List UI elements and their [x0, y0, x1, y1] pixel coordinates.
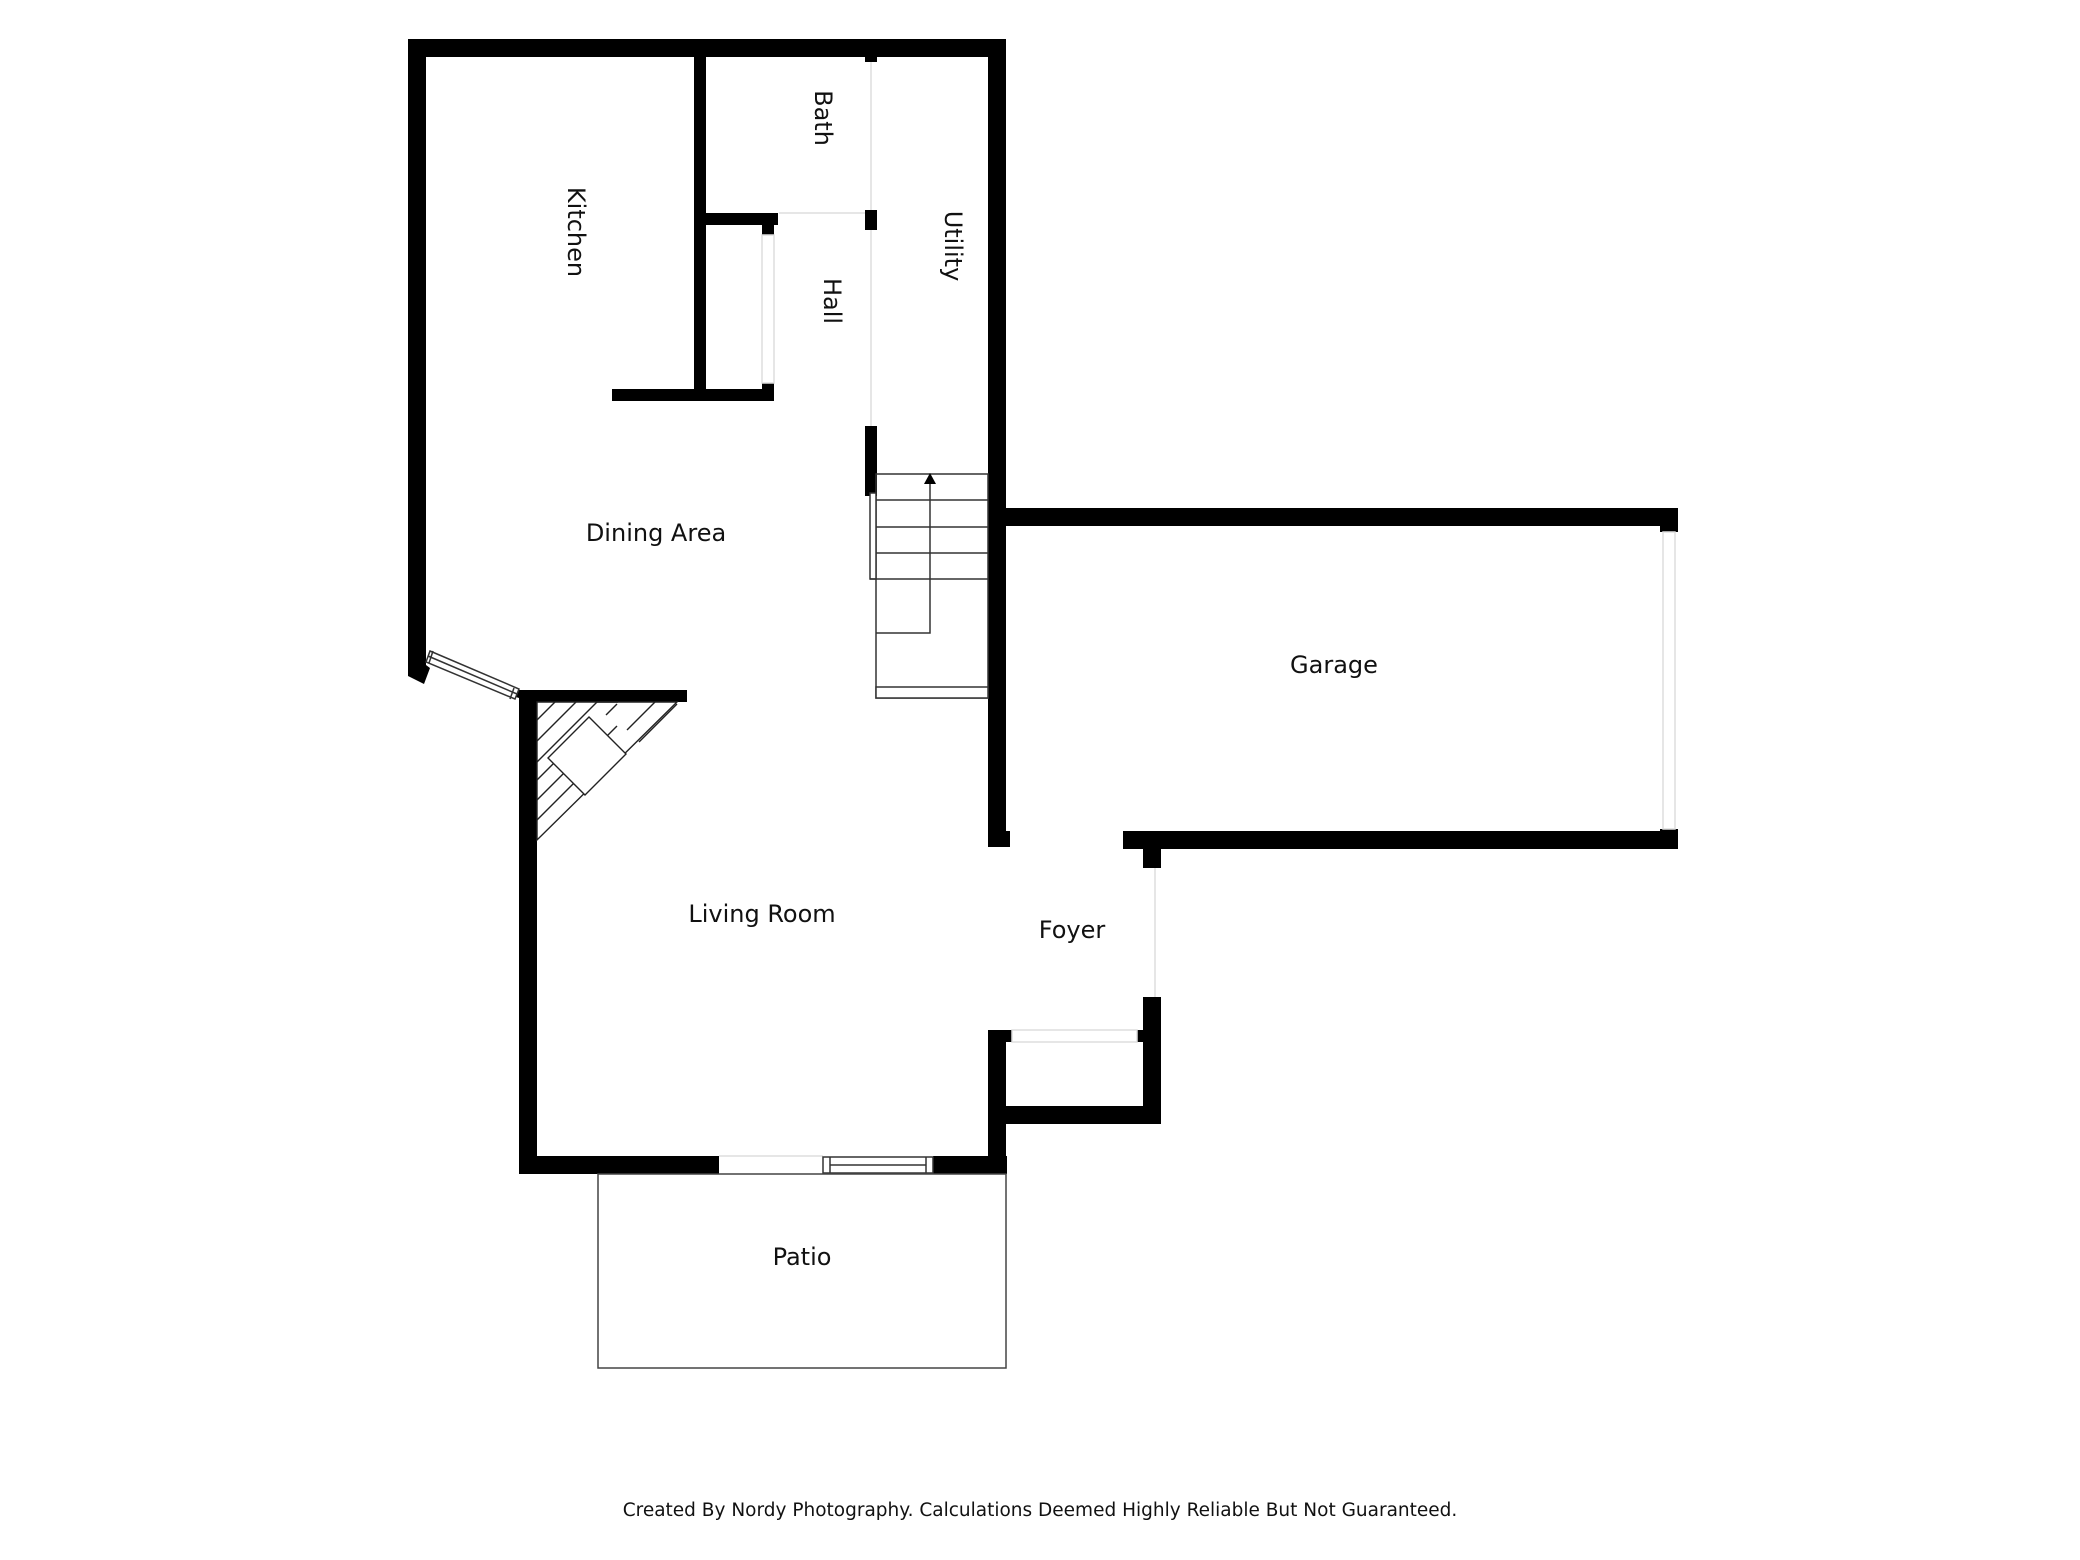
- room-label-hall: Hall: [818, 278, 846, 324]
- openings: [719, 62, 1676, 1157]
- wall-utility-stub-mid: [865, 210, 877, 230]
- wall-closet-right-jamb: [1137, 1030, 1147, 1042]
- stairs-up-icon: [869, 473, 989, 699]
- room-label-dining: Dining Area: [586, 519, 726, 547]
- wall-top: [408, 39, 1006, 57]
- wall-bath-bottom: [706, 213, 778, 225]
- wall-kitchen-divider: [694, 57, 706, 401]
- wall-fireplace-top: [519, 690, 687, 702]
- room-label-garage: Garage: [1290, 651, 1378, 679]
- wall-bay-jamb: [408, 655, 430, 684]
- fireplace-icon: [536, 701, 679, 842]
- room-label-living: Living Room: [688, 900, 835, 928]
- windows: [425, 649, 934, 1174]
- wall-living-left: [519, 690, 537, 1168]
- patio-outline: [597, 1173, 1007, 1369]
- wall-closet-jamb-bottom: [762, 383, 774, 393]
- wall-garage-top: [1006, 508, 1678, 526]
- wall-kitchen-partition: [612, 389, 774, 401]
- wall-bottom-left: [519, 1156, 719, 1174]
- room-label-kitchen: Kitchen: [562, 187, 590, 277]
- wall-foyer-right-lower: [1143, 997, 1161, 1124]
- room-labels: Kitchen Bath Hall Utility Dining Area Ga…: [562, 90, 1378, 1271]
- wall-closet-left: [988, 1030, 1006, 1174]
- wall-garage-bottom: [1123, 831, 1678, 849]
- wall-left: [408, 39, 426, 659]
- wall-garage-right-bottom: [1660, 829, 1678, 849]
- wall-foyer-left-jamb: [988, 831, 1010, 847]
- room-label-utility: Utility: [939, 211, 967, 282]
- room-label-bath: Bath: [809, 90, 837, 146]
- wall-closet-bottom: [988, 1106, 1161, 1124]
- room-label-foyer: Foyer: [1039, 916, 1106, 944]
- room-label-patio: Patio: [773, 1243, 832, 1271]
- footer-credit: Created By Nordy Photography. Calculatio…: [622, 1500, 1458, 1521]
- wall-utility-stub-top: [865, 57, 877, 62]
- wall-garage-right-top: [1660, 508, 1678, 532]
- wall-closet-jamb-top: [762, 225, 774, 235]
- walls: [408, 39, 1678, 1174]
- wall-right-upper: [988, 39, 1006, 847]
- wall-utility-stub-lower: [865, 426, 877, 496]
- wall-closet-top-jamb: [988, 1030, 1012, 1042]
